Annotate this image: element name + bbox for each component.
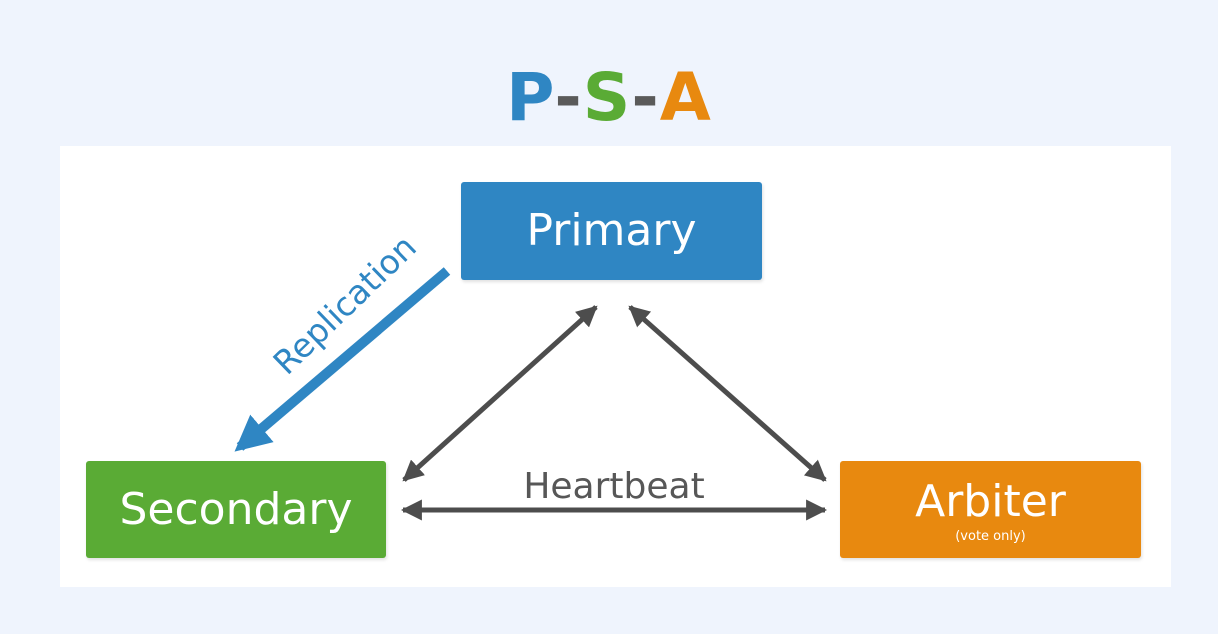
title-dash: -: [631, 59, 660, 136]
arbiter-label: Arbiter: [915, 475, 1066, 527]
title-letter-p: P: [506, 59, 555, 136]
page-title: P-S-A: [0, 58, 1218, 138]
heartbeat-label: Heartbeat: [523, 466, 705, 507]
title-dash: -: [554, 59, 583, 136]
secondary-node: Secondary: [86, 461, 386, 558]
arbiter-node: Arbiter (vote only): [840, 461, 1141, 558]
secondary-label: Secondary: [119, 483, 353, 535]
arbiter-sublabel: (vote only): [955, 528, 1026, 544]
primary-node: Primary: [461, 182, 762, 280]
title-letter-s: S: [582, 59, 632, 136]
replication-arrow: [234, 267, 451, 452]
title-letter-a: A: [659, 59, 712, 136]
primary-label: Primary: [526, 205, 697, 256]
primary-secondary-heartbeat-arrow: [402, 305, 598, 482]
primary-arbiter-heartbeat-arrow: [628, 305, 827, 482]
